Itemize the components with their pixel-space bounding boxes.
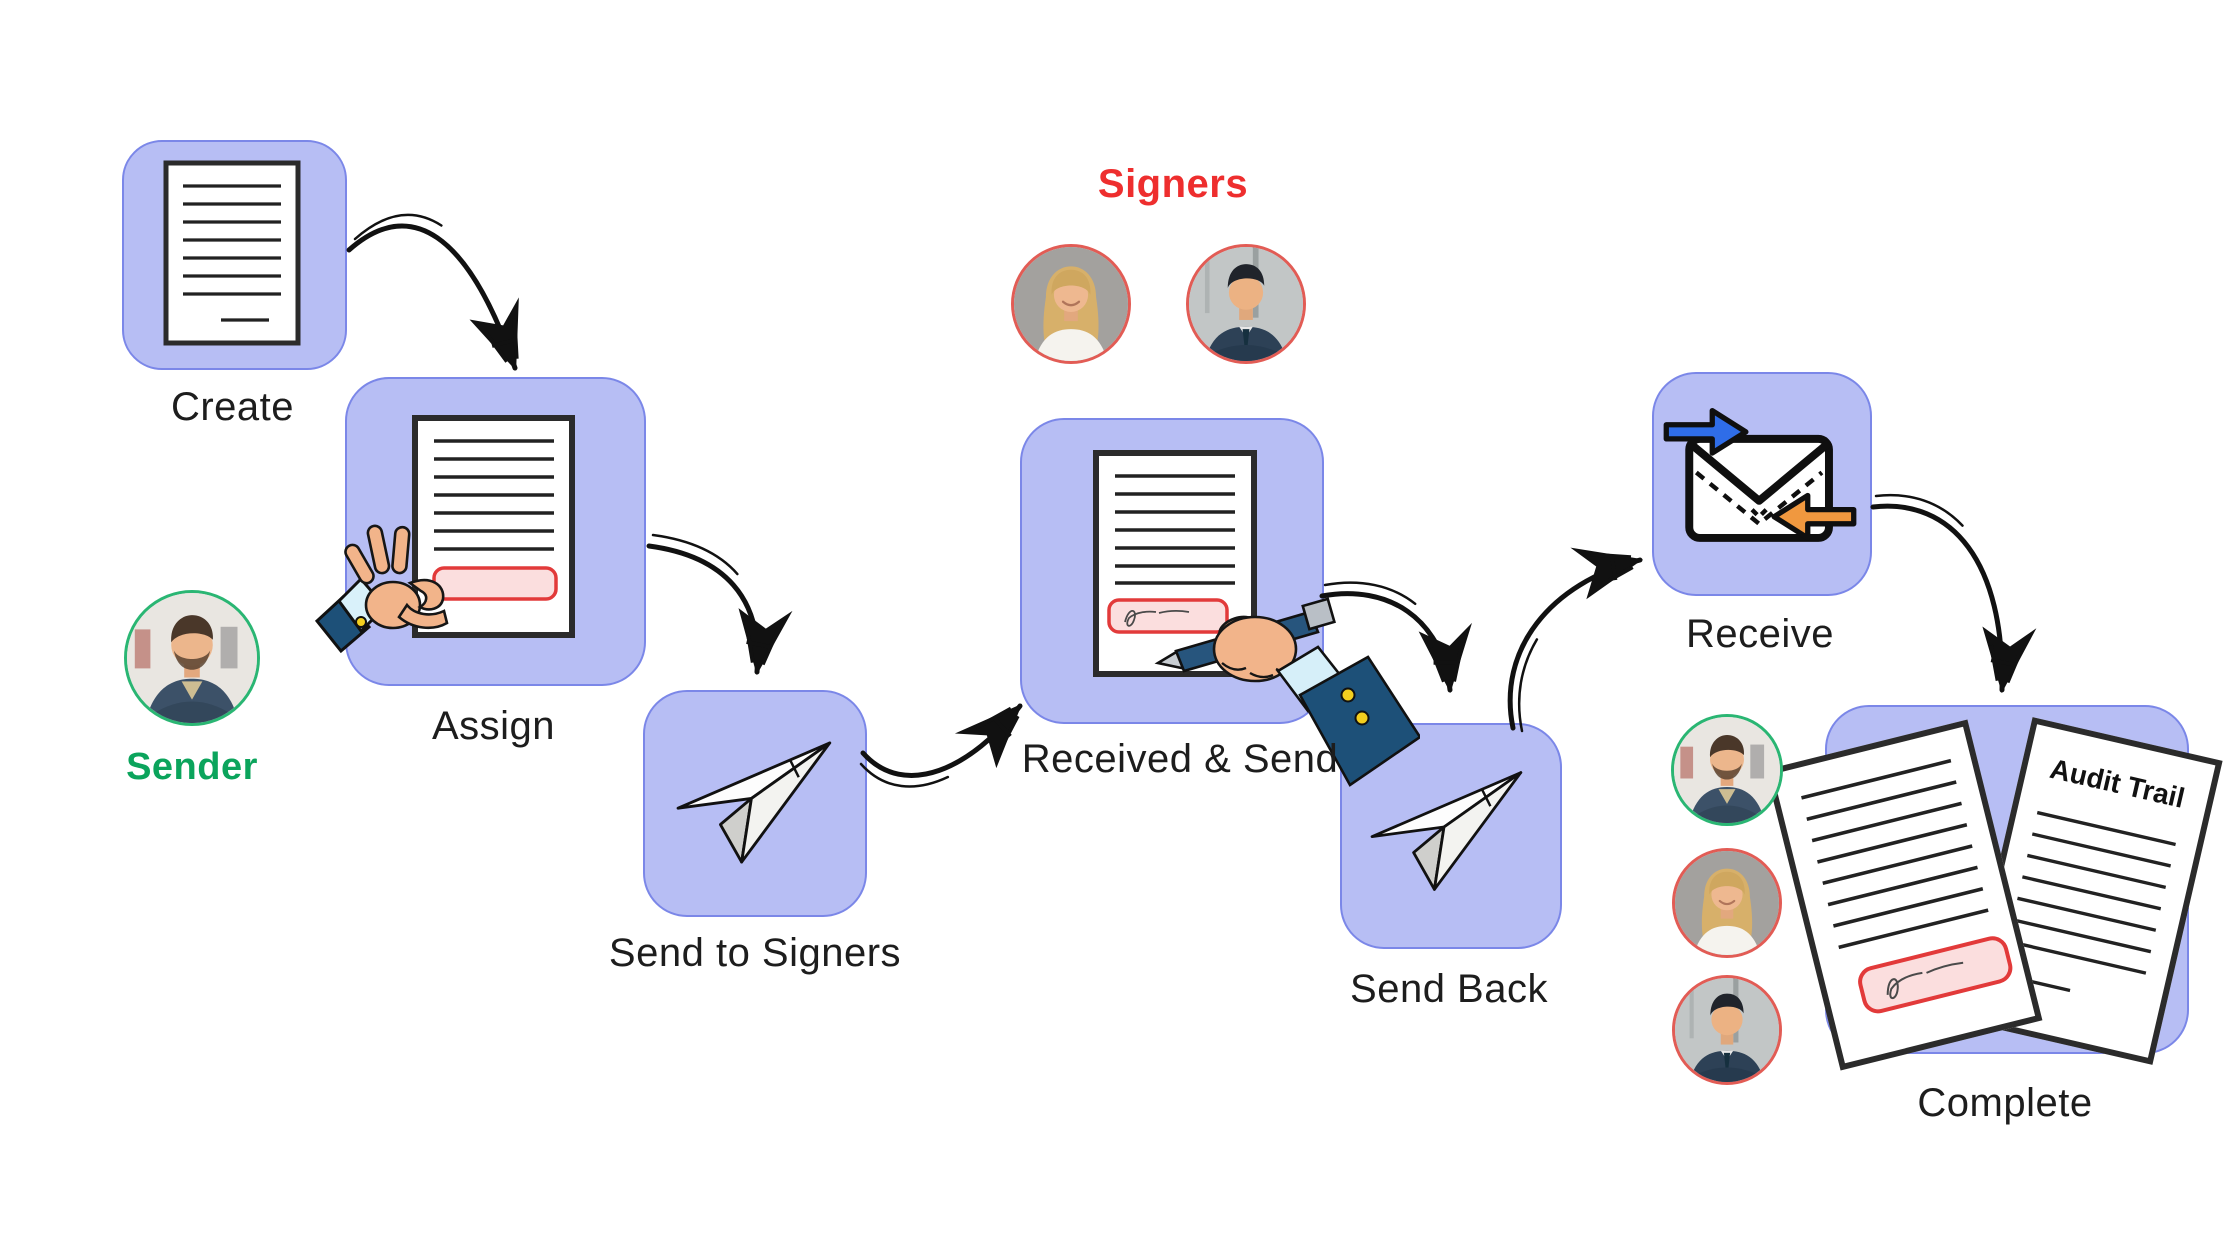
arrow-assign-to-send (646, 543, 761, 675)
complete-signer-2-avatar (1672, 975, 1782, 1085)
arrow-send-to-received (860, 703, 1023, 778)
signature-field (1107, 598, 1229, 634)
complete-label: Complete (1917, 1081, 2093, 1125)
send-to-signers-label: Send to Signers (608, 931, 902, 975)
complete-sender-avatar (1671, 714, 1783, 826)
signed-document (1765, 719, 2043, 1071)
signer-1-avatar (1011, 244, 1131, 364)
assign-label: Assign (431, 704, 556, 748)
sender-label: Sender (126, 746, 258, 788)
paper-plane-icon (676, 741, 832, 864)
create-label: Create (170, 385, 295, 429)
arrow-create-to-assign (346, 223, 518, 371)
outgoing-arrow (1771, 492, 1857, 541)
paper-plane-icon (1370, 771, 1523, 891)
signature-field (1858, 936, 2013, 1014)
signature-scribble (1886, 961, 1964, 1000)
document-icon (163, 160, 301, 346)
signer-2-avatar (1186, 244, 1306, 364)
hand-assign-icon (315, 524, 449, 654)
arrow-sendback-to-receive (1507, 557, 1643, 731)
send-to-signers-stage-box (643, 690, 867, 917)
signers-label: Signers (1097, 162, 1249, 206)
mail-in-out-icon (1663, 407, 1857, 542)
incoming-arrow (1663, 407, 1749, 456)
receive-label: Receive (1685, 612, 1834, 656)
signature-scribble (1124, 609, 1190, 627)
send-back-label: Send Back (1350, 967, 1548, 1011)
complete-signer-1-avatar (1672, 848, 1782, 958)
audit-trail-document: Audit Trail (1962, 717, 2223, 1065)
received-send-label: Received & Send (1021, 737, 1339, 781)
arrow-receive-to-complete (1870, 503, 2005, 693)
sender-avatar (124, 590, 260, 726)
